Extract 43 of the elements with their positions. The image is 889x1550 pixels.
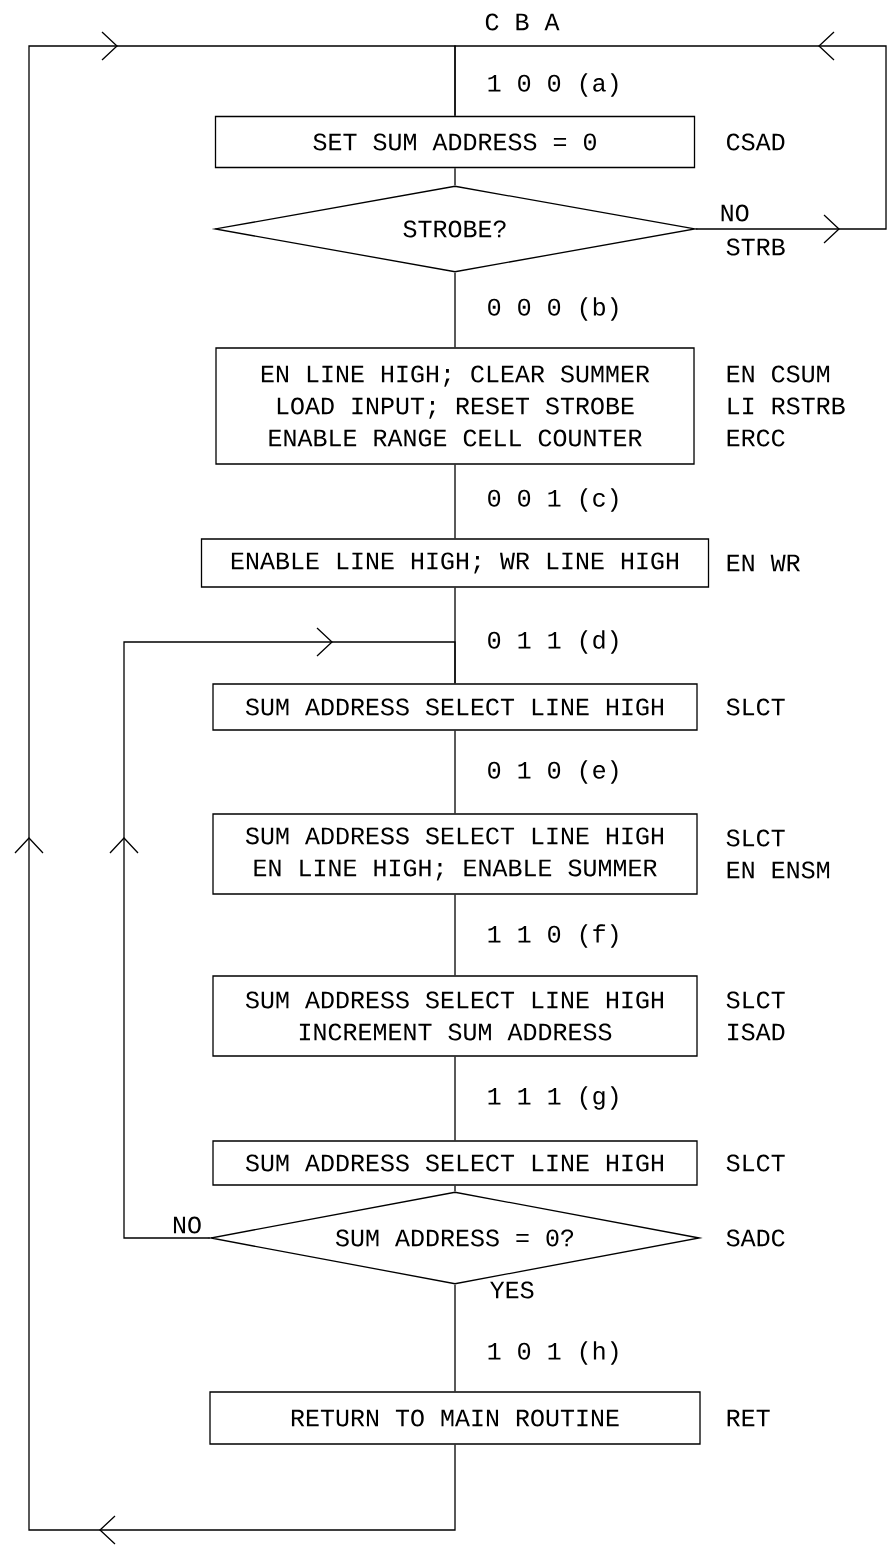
process-box: SUM ADDRESS SELECT LINE HIGH — [212, 1140, 698, 1186]
process-box: RETURN TO MAIN ROUTINE — [209, 1391, 701, 1445]
code-label: EN WR — [727, 554, 800, 572]
flow-line — [454, 1056, 456, 1141]
flow-line — [454, 464, 456, 539]
code-label: SLCT — [726, 698, 785, 716]
flow-line — [454, 1284, 456, 1392]
code-label: SLCT — [726, 1154, 785, 1172]
process-box: ENABLE LINE HIGH; WR LINE HIGH — [200, 538, 710, 588]
flow-line — [454, 167, 456, 186]
flow-line — [109, 627, 456, 1239]
flow-line — [454, 894, 456, 976]
code-label: STRB — [726, 238, 785, 256]
code-label: LI RSTRB — [728, 397, 845, 415]
code-label: EN ENSM — [727, 861, 830, 879]
flow-line — [454, 272, 456, 348]
process-box: SET SUM ADDRESS = 0 — [214, 115, 696, 169]
code-label: SLCT — [726, 829, 785, 847]
code-label: RET — [727, 1409, 770, 1427]
state-code: 0 1 1 (d) — [488, 630, 618, 654]
process-box: SUM ADDRESS SELECT LINE HIGH INCREMENT SUM ADDRESS — [212, 975, 698, 1057]
state-code: 1 0 1 (h) — [488, 1341, 618, 1365]
edge-label: NO — [171, 1215, 203, 1235]
code-label: EN CSUM — [727, 365, 830, 383]
flow-line — [454, 1185, 456, 1192]
process-box: EN LINE HIGH; CLEAR SUMMER LOAD INPUT; RESET STROBE ENABLE RANGE CELL COUNTER — [215, 347, 695, 465]
process-box: SUM ADDRESS SELECT LINE HIGH EN LINE HIGH; ENABLE SUMMER — [212, 813, 698, 895]
code-label: ISAD — [728, 1023, 785, 1041]
state-code: 1 1 0 (f) — [488, 924, 618, 948]
state-code: 1 1 1 (g) — [488, 1086, 618, 1110]
flow-line — [454, 31, 887, 244]
flow-line — [454, 730, 456, 814]
state-code: 0 0 1 (c) — [488, 488, 618, 512]
flow-line — [14, 31, 456, 1545]
code-label: SADC — [726, 1229, 785, 1247]
code-label: ERCC — [727, 429, 785, 447]
state-code: 0 0 0 (b) — [488, 297, 618, 321]
code-label: SLCT — [726, 991, 785, 1009]
state-code: 0 1 0 (e) — [488, 760, 618, 784]
edge-label: NO — [718, 203, 751, 223]
code-label: CSAD — [727, 133, 785, 151]
bit-heading: C B A — [485, 13, 560, 31]
process-box: SUM ADDRESS SELECT LINE HIGH — [212, 683, 698, 731]
